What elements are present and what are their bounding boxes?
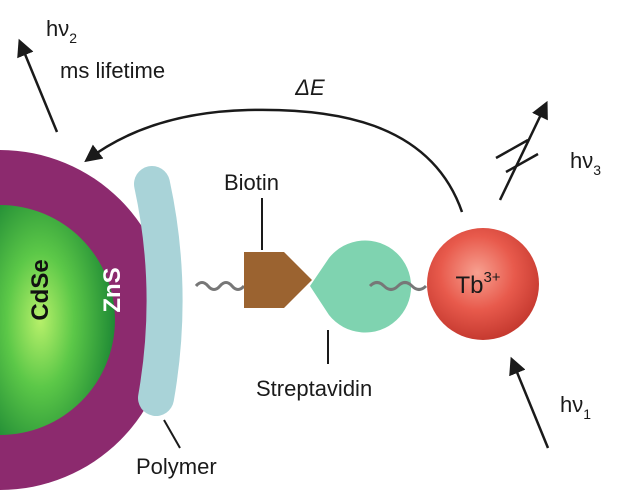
biotin-label: Biotin [224, 170, 279, 195]
polymer-leader [163, 419, 181, 449]
linker-polymer-biotin [194, 281, 246, 291]
energy-transfer-arrow [84, 108, 464, 213]
ms-lifetime-label: ms lifetime [60, 58, 165, 83]
polymer-label: Polymer [136, 454, 217, 479]
hv1-arrow [509, 356, 550, 449]
streptavidin-shape [310, 240, 412, 333]
hv3-subscript: 3 [593, 162, 601, 178]
polymer-coating [134, 166, 183, 416]
hv1-subscript: 1 [583, 406, 591, 422]
terbium-charge: 3+ [483, 269, 500, 286]
hv3-block-mark-2 [505, 152, 539, 174]
hv2-subscript: 2 [69, 30, 77, 46]
terbium-label: Tb3+ [455, 269, 500, 299]
biotin-shape [244, 252, 312, 308]
streptavidin-label: Streptavidin [256, 376, 372, 401]
zns-label: ZnS [99, 267, 126, 312]
cdse-core [0, 205, 115, 435]
cdse-label: CdSe [27, 259, 54, 320]
hv3-arrow [498, 100, 548, 201]
hv1-label: hν1 [560, 392, 591, 422]
hv2-arrow [17, 38, 59, 133]
terbium-sphere [427, 228, 539, 340]
hv3-block-mark-1 [495, 138, 529, 160]
hv3-label: hν3 [570, 148, 601, 178]
hv2-label: hν2 [46, 16, 77, 46]
delta-e-label: ΔE [294, 75, 325, 100]
linker-streptavidin-tb [368, 281, 428, 291]
